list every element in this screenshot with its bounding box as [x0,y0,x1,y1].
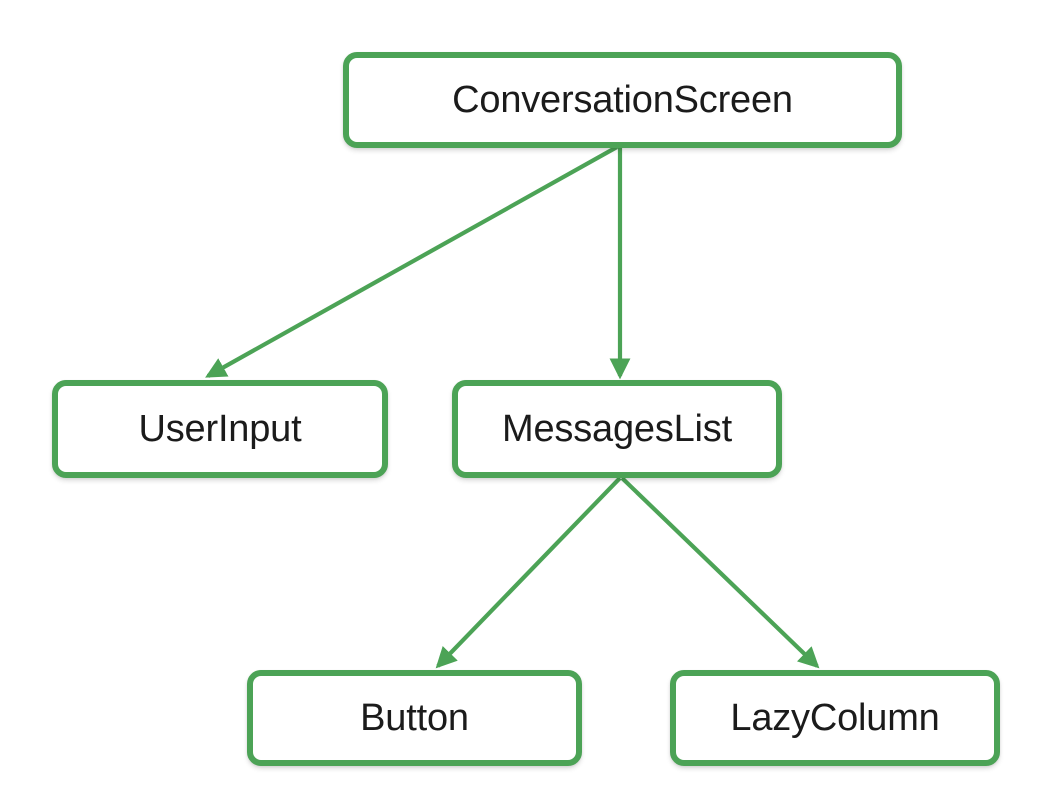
edge-conversationscreen-userinput [205,145,619,378]
edge-messageslist-button [435,476,622,669]
node-messageslist[interactable]: MessagesList [452,380,782,478]
node-conversationscreen[interactable]: ConversationScreen [343,52,902,148]
node-messageslist-label: MessagesList [502,408,732,450]
edge-messageslist-lazycolumn [620,476,820,669]
node-conversationscreen-label: ConversationScreen [452,79,793,121]
node-button[interactable]: Button [247,670,582,766]
node-lazycolumn-label: LazyColumn [730,697,940,739]
node-userinput[interactable]: UserInput [52,380,388,478]
node-button-label: Button [360,697,469,739]
node-lazycolumn[interactable]: LazyColumn [670,670,1000,766]
node-userinput-label: UserInput [138,408,302,450]
